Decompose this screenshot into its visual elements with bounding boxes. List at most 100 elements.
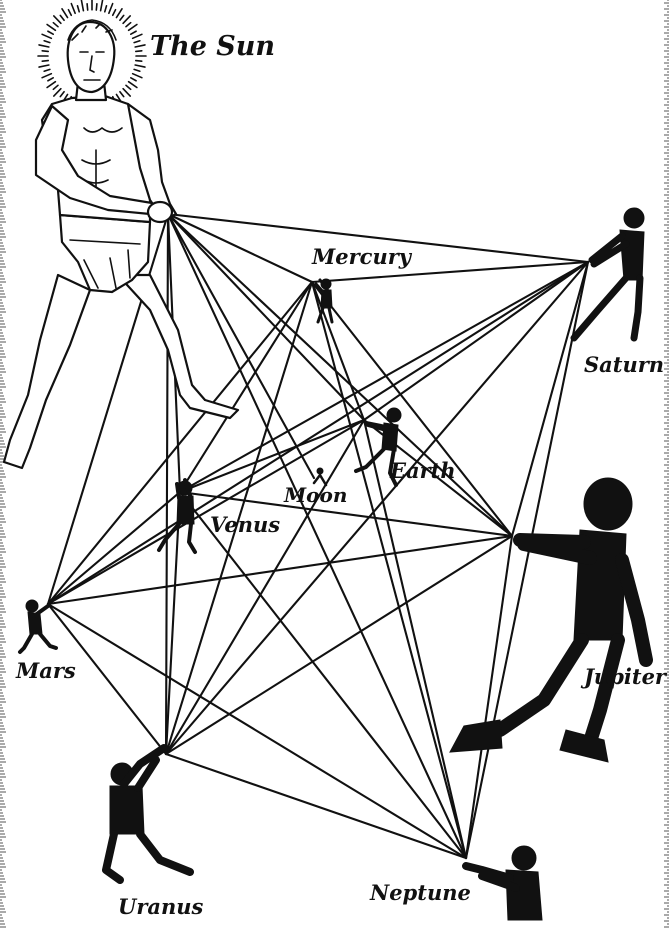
sun-ray (130, 30, 137, 36)
sun-ray (131, 72, 143, 79)
gravity-line-mercury-venus (178, 280, 314, 494)
gravity-line-sun-earth (166, 212, 366, 422)
sun-ray (38, 64, 50, 68)
sun-ray (67, 8, 73, 17)
sun-right-leg (116, 273, 240, 420)
gravity-line-sun-neptune (166, 212, 468, 860)
sun-ray (119, 90, 125, 98)
sun-head (66, 20, 116, 94)
gravity-line-venus-jupiter (178, 490, 514, 538)
venus-figure (157, 478, 197, 554)
sun-ray (125, 84, 132, 91)
neptune-figure (462, 845, 543, 921)
gravity-line-mars-jupiter (46, 534, 514, 606)
gravity-line-saturn-mars (46, 260, 590, 606)
gravity-line-mars-neptune (46, 602, 468, 860)
gravity-line-earth-mars (46, 418, 366, 606)
gravity-line-earth-venus (178, 418, 366, 494)
sun-ray (43, 68, 51, 73)
sun-ray (122, 15, 131, 25)
sun-ray (99, 0, 104, 12)
sun-ray (61, 8, 69, 19)
sun-ray (122, 87, 131, 97)
sun-ray (119, 14, 125, 22)
sun-loincloth (58, 213, 152, 294)
sun-ray (86, 2, 89, 11)
sun-ray (76, 4, 81, 13)
sun-ray (46, 23, 57, 32)
sun-ray (103, 4, 108, 13)
sun-ray (134, 44, 146, 48)
gravity-line-venus-uranus (164, 490, 182, 756)
label-sun: The Sun (150, 31, 275, 62)
sun-ray (53, 15, 62, 25)
sun-ray (41, 33, 53, 40)
sun-ray (80, 0, 85, 12)
gravity-line-earth-uranus (164, 418, 366, 756)
gravity-line-sun-saturn (166, 212, 590, 264)
gravity-line-jupiter-uranus (164, 534, 514, 756)
sun-ray (108, 2, 114, 15)
sun-figure (2, 0, 240, 470)
gravity-line-jupiter-neptune (464, 534, 514, 860)
label-saturn: Saturn (584, 352, 664, 377)
sun-ray (127, 80, 138, 89)
gravity-line-earth-neptune (362, 418, 468, 860)
sun-ray (59, 14, 65, 22)
gravity-lines (46, 212, 590, 860)
uranus-figure (102, 744, 194, 884)
sun-ray (59, 90, 65, 98)
sun-right-arm (126, 102, 178, 222)
label-mercury: Mercury (311, 244, 413, 269)
sun-ray (41, 59, 50, 62)
sun-ray (133, 68, 141, 73)
sun-left-leg (2, 273, 92, 470)
gravity-line-saturn-venus (178, 260, 590, 494)
label-jupiter: Jupiter (580, 664, 668, 689)
gravity-line-mercury-earth (310, 280, 366, 422)
sun-ray (43, 39, 51, 44)
gravity-line-mercury-saturn (310, 260, 590, 284)
sun-ray (131, 33, 143, 40)
gravity-line-mercury-jupiter (310, 280, 514, 538)
sun-ray (53, 87, 62, 97)
sun-ray (111, 8, 117, 17)
label-earth: Earth (389, 458, 456, 483)
sun-hands (146, 200, 174, 224)
label-venus: Venus (210, 512, 280, 537)
sun-ray (133, 39, 141, 44)
sun-ray (130, 76, 137, 82)
gravity-line-mercury-neptune (310, 280, 468, 860)
gravity-line-saturn-earth (362, 260, 590, 422)
gravity-line-mercury-uranus (164, 280, 314, 756)
sun-ray (52, 84, 59, 91)
sun-ray (70, 2, 76, 15)
sun-ray (134, 59, 143, 62)
gravity-line-uranus-neptune (164, 752, 468, 860)
gravity-line-saturn-jupiter (510, 260, 590, 538)
gravity-line-sun-jupiter (166, 212, 514, 538)
gravity-line-venus-neptune (178, 490, 468, 860)
sun-ray (125, 21, 132, 28)
sun-ray (38, 44, 50, 48)
moon-figure (312, 467, 328, 487)
gravity-line-saturn-neptune (464, 260, 590, 860)
gravity-line-mercury-mars (46, 280, 314, 606)
label-neptune: Neptune (369, 880, 471, 905)
sun-ray (46, 80, 57, 89)
gravity-line-sun-uranus (164, 212, 170, 756)
gravity-line-sun-mercury (166, 212, 314, 284)
sun-ray (52, 21, 59, 28)
earth-figure (354, 407, 402, 487)
saturn-figure (570, 207, 645, 342)
sun-ray (134, 50, 143, 53)
label-uranus: Uranus (118, 894, 204, 919)
sun-ray (115, 8, 123, 19)
jupiter-figure (449, 477, 653, 763)
mars-figure (18, 599, 58, 654)
sun-ray (47, 76, 54, 82)
label-moon: Moon (283, 483, 347, 507)
gravity-line-sun-moon (166, 212, 316, 480)
gravity-line-mars-uranus (46, 602, 168, 756)
sun-ray (41, 50, 50, 53)
